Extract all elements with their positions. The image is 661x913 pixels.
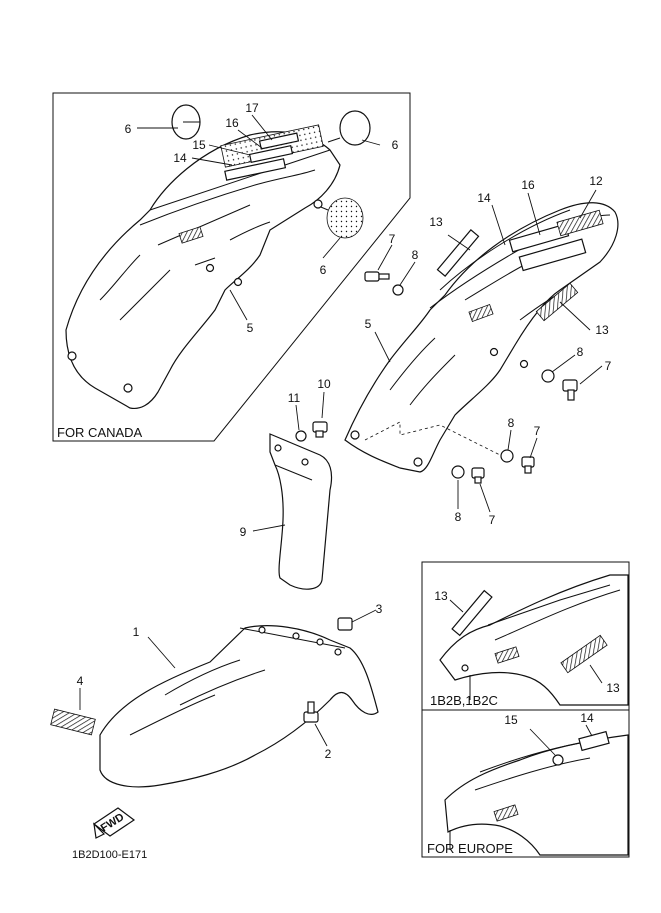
rear-fender-main xyxy=(344,202,619,473)
callout-7: 7 xyxy=(534,424,541,438)
grommet-6-left xyxy=(171,104,201,140)
grommet-6-lower xyxy=(313,197,364,239)
callout-8: 8 xyxy=(577,345,584,359)
callout-17: 17 xyxy=(245,101,259,115)
callout-1: 1 xyxy=(133,625,140,639)
callout-11: 11 xyxy=(288,391,301,405)
mud-flap-9 xyxy=(269,433,333,590)
callout-14: 14 xyxy=(477,191,491,205)
callout-7: 7 xyxy=(605,359,612,373)
washer-8-right xyxy=(541,369,555,383)
callout-4: 4 xyxy=(77,674,84,688)
callout-13: 13 xyxy=(606,681,620,695)
bolt-7-right xyxy=(562,379,578,401)
callout-13: 13 xyxy=(434,589,448,603)
callout-12: 12 xyxy=(589,174,603,188)
callout-6: 6 xyxy=(320,263,327,277)
bolt-7-lower xyxy=(471,467,485,484)
callout-7: 7 xyxy=(489,513,496,527)
bolt-10 xyxy=(312,421,328,438)
callout-3: 3 xyxy=(376,602,383,616)
fwd-arrow-icon: FWD xyxy=(92,807,136,839)
callout-16: 16 xyxy=(521,178,535,192)
callout-6: 6 xyxy=(125,122,132,136)
callout-6: 6 xyxy=(392,138,399,152)
europe-inset xyxy=(421,709,630,858)
canada-inset xyxy=(52,92,411,442)
washer-11 xyxy=(295,430,307,442)
callout-13: 13 xyxy=(595,323,609,337)
callout-16: 16 xyxy=(225,116,239,130)
bolt-7-mid xyxy=(521,456,535,474)
bolt-2 xyxy=(303,701,319,723)
callout-15: 15 xyxy=(192,138,206,152)
callout-7: 7 xyxy=(389,232,396,246)
callout-8: 8 xyxy=(455,510,462,524)
grommet-6-right xyxy=(327,110,371,146)
variant-label: 1B2B,1B2C xyxy=(430,693,498,708)
nut-3 xyxy=(337,617,353,631)
callout-10: 10 xyxy=(317,377,331,391)
callout-5: 5 xyxy=(247,321,254,335)
callout-8: 8 xyxy=(412,248,419,262)
callout-14: 14 xyxy=(580,711,594,725)
callout-9: 9 xyxy=(240,525,247,539)
callout-5: 5 xyxy=(365,317,372,331)
washer-8-upper-left xyxy=(392,284,404,296)
callout-13: 13 xyxy=(429,215,443,229)
front-fender-1 xyxy=(99,625,379,788)
washer-8-mid xyxy=(500,449,514,463)
rear-fender-canada xyxy=(65,124,341,410)
bolt-7-upper-left xyxy=(364,271,390,282)
decal-13-strip xyxy=(436,229,480,277)
callout-2: 2 xyxy=(325,747,332,761)
decal-4 xyxy=(50,708,96,736)
callout-8: 8 xyxy=(508,416,515,430)
canada-label: FOR CANADA xyxy=(57,425,143,440)
callout-15: 15 xyxy=(504,713,518,727)
europe-label: FOR EUROPE xyxy=(427,841,513,856)
diagram-code: 1B2D100-E171 xyxy=(72,849,147,861)
washer-8-lower xyxy=(451,465,465,479)
variant-inset xyxy=(421,561,630,711)
callout-14: 14 xyxy=(173,151,187,165)
